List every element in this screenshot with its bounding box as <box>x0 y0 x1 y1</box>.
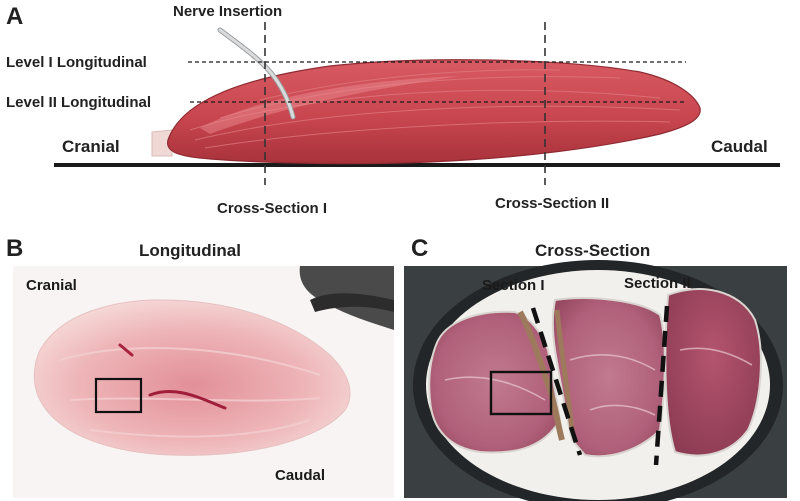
cross-section-1-label: Cross-Section I <box>217 200 327 217</box>
photo-shadow <box>310 293 394 312</box>
section-1-label: Section I <box>482 277 545 294</box>
nerve <box>218 28 295 119</box>
baseline <box>54 163 780 167</box>
cross-section-2-label: Cross-Section II <box>495 195 609 212</box>
panel-c-letter: C <box>411 235 428 262</box>
fascia-streaks <box>444 347 753 416</box>
section-1-cut-line <box>530 307 583 456</box>
panel-b-letter: B <box>6 235 23 262</box>
panel-b: B Longitudinal Cranial Caudal <box>6 235 394 498</box>
vessel-mark <box>118 343 134 357</box>
level-2-label: Level II Longitudinal <box>6 94 151 111</box>
caudal-label-b: Caudal <box>275 467 325 484</box>
panel-a-letter: A <box>6 3 23 30</box>
section-2-label: Section II <box>624 275 691 292</box>
roi-box-cross-section <box>489 370 553 416</box>
roi-box-longitudinal <box>94 377 143 414</box>
section-2-cut-line <box>653 305 670 466</box>
panel-b-title: Longitudinal <box>139 241 241 260</box>
caudal-label-a: Caudal <box>711 137 768 156</box>
muscle-highlight <box>200 76 460 134</box>
section-1-tissue <box>428 310 562 454</box>
tissue-streaks <box>59 347 321 438</box>
vessel-line <box>148 390 227 410</box>
nerve-insertion-label: Nerve Insertion <box>173 3 282 20</box>
cranial-label-a: Cranial <box>62 137 120 156</box>
longitudinal-tissue <box>33 299 351 456</box>
section-middle-tissue <box>551 297 666 458</box>
panel-c: C Cross-Section Section I Section II <box>404 235 787 501</box>
cut-edge-2 <box>554 309 575 431</box>
tendon <box>151 129 173 157</box>
cranial-label-b: Cranial <box>26 277 77 294</box>
muscle-illustration <box>167 59 701 165</box>
section-2-tissue <box>664 288 762 457</box>
panel-a: A Nerve Insertion Level I Longitudinal L… <box>6 3 780 217</box>
level-1-label: Level I Longitudinal <box>6 54 147 71</box>
panel-c-title: Cross-Section <box>535 241 650 260</box>
